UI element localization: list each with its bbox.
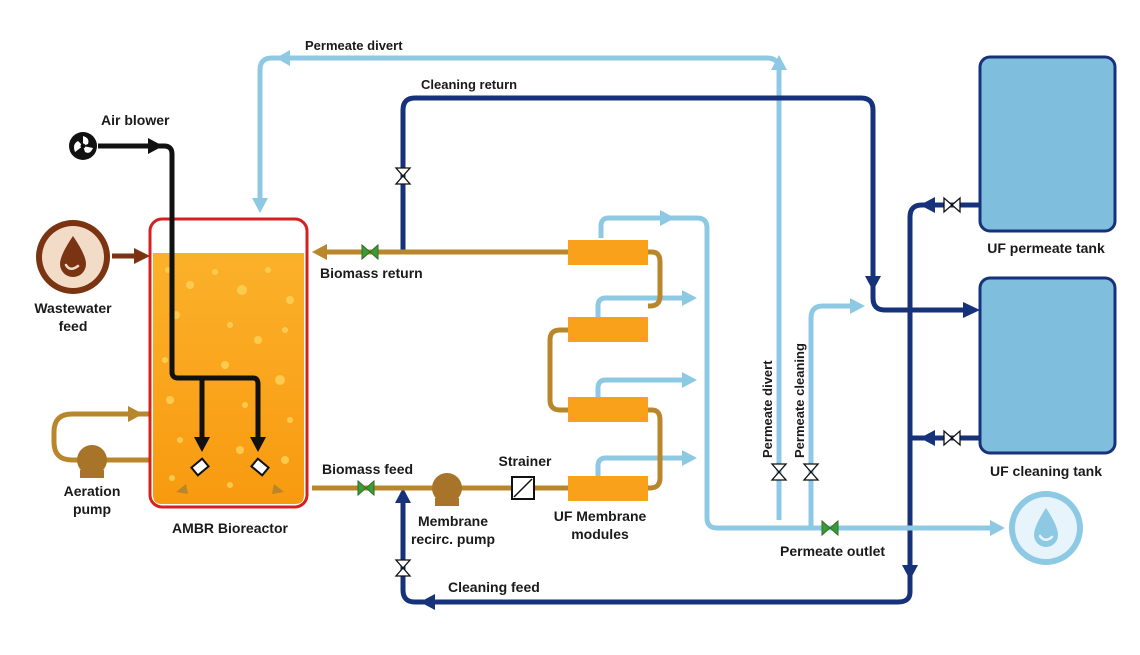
arrow-permeate-divert-top (276, 50, 290, 66)
diffuser-right (250, 457, 284, 494)
uf-permeate-tank (978, 55, 1117, 233)
arrow-cleaning-return-right (963, 302, 980, 318)
arrow-permeate-module-1 (660, 210, 675, 226)
membrane-module-1 (568, 240, 648, 265)
label-uf-modules-2: modules (571, 526, 629, 542)
aeration-pump (77, 445, 107, 478)
membrane-module-4 (568, 476, 648, 501)
label-strainer: Strainer (499, 453, 552, 469)
arrow-air-down-left (194, 437, 210, 452)
strainer (511, 476, 535, 500)
arrow-cleaning-feed-up (395, 488, 411, 503)
label-cleaning-return: Cleaning return (421, 77, 517, 92)
arrow-air-right (148, 138, 163, 154)
label-air-blower: Air blower (101, 112, 170, 128)
arrow-permeate-outlet-right (990, 520, 1005, 536)
valve-permeate-tank-outlet[interactable] (943, 196, 961, 214)
valve-permeate-divert[interactable] (770, 463, 788, 481)
valve-cleaning-tank-outlet[interactable] (943, 429, 961, 447)
label-cleaning-feed: Cleaning feed (448, 579, 540, 595)
valve-biomass-return[interactable] (361, 243, 379, 261)
arrow-cleaning-feed-down (902, 565, 918, 580)
arrow-air-down-right (250, 437, 266, 452)
cleaning-return-line (400, 95, 968, 313)
membrane-module-2 (568, 317, 648, 342)
label-permeate-cleaning-vertical: Permeate cleaning (792, 343, 807, 458)
biomass-return-line (322, 249, 663, 491)
label-uf-permeate-tank: UF permeate tank (987, 240, 1105, 256)
arrow-permeate-divert-down (252, 198, 268, 213)
valve-permeate-outlet[interactable] (821, 519, 839, 537)
arrow-wastewater-feed (134, 248, 150, 264)
label-uf-cleaning-tank: UF cleaning tank (990, 463, 1102, 479)
diffuser-left (176, 457, 210, 494)
arrow-permeate-module-4 (682, 450, 697, 466)
membrane-module-3 (568, 397, 648, 422)
arrow-permeate-module-2 (682, 290, 697, 306)
arrow-cleaning-feed-left-mid (920, 430, 935, 446)
water-drop-icon (36, 220, 110, 294)
air-line (98, 143, 261, 440)
arrow-permeate-module-3 (682, 372, 697, 388)
arrow-permeate-cleaning-right (850, 298, 865, 314)
permeate-collection-lines (595, 215, 1000, 531)
arrow-cleaning-feed-left-bottom (420, 594, 435, 610)
label-wastewater-feed-1: Wastewater (34, 300, 112, 316)
label-biomass-return: Biomass return (320, 265, 423, 281)
arrow-aeration-loop-right (128, 406, 143, 422)
membrane-recirc-pump (432, 473, 462, 506)
water-drop-icon (1009, 491, 1083, 565)
valve-biomass-feed[interactable] (357, 479, 375, 497)
label-aeration-pump-2: pump (73, 501, 111, 517)
label-membrane-pump-2: recirc. pump (411, 531, 495, 547)
label-membrane-pump-1: Membrane (418, 513, 488, 529)
label-permeate-outlet: Permeate outlet (780, 543, 885, 559)
arrow-biomass-return-left (312, 244, 327, 260)
valve-cleaning-return[interactable] (394, 167, 412, 185)
valve-permeate-cleaning[interactable] (802, 463, 820, 481)
label-permeate-divert-top: Permeate divert (305, 38, 403, 53)
label-wastewater-feed-2: feed (59, 318, 88, 334)
label-uf-modules-1: UF Membrane (554, 508, 647, 524)
arrow-cleaning-return-down (865, 276, 881, 291)
fan-icon (69, 132, 97, 160)
arrow-permeate-divert-up (771, 55, 787, 70)
label-permeate-divert-vertical: Permeate divert (760, 360, 775, 458)
label-biomass-feed: Biomass feed (322, 461, 413, 477)
label-bioreactor: AMBR Bioreactor (172, 520, 288, 536)
valve-cleaning-feed[interactable] (394, 559, 412, 577)
uf-cleaning-tank (978, 276, 1117, 455)
uf-membrane-modules (568, 240, 648, 501)
permeate-divert-line (257, 55, 782, 520)
label-aeration-pump-1: Aeration (64, 483, 121, 499)
arrow-cleaning-feed-left-top (920, 197, 935, 213)
